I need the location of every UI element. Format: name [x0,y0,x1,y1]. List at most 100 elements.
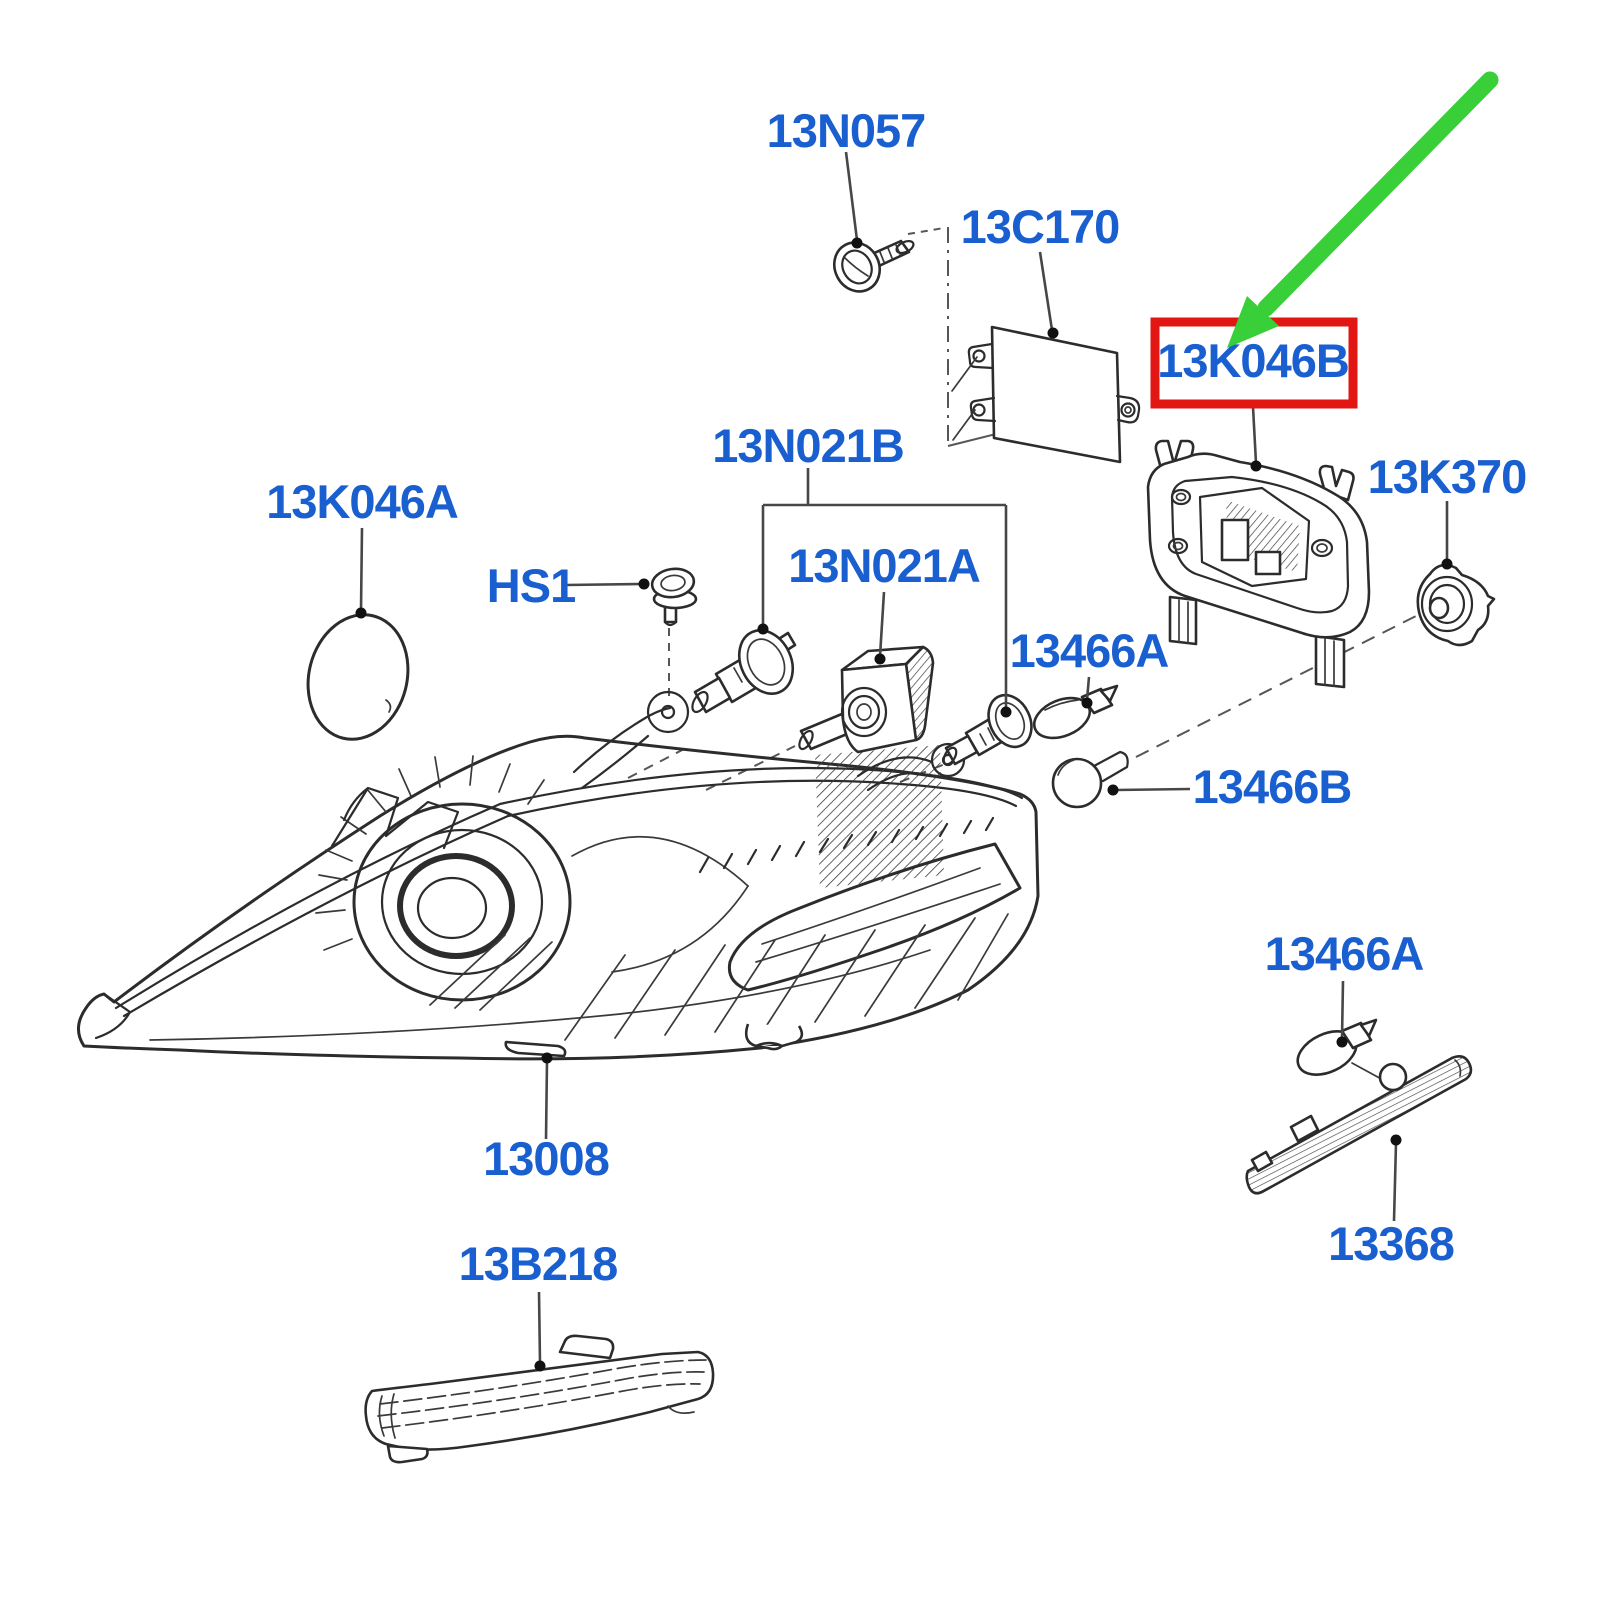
hs1-mount-arm [572,706,672,790]
bulb-right-tip [942,746,958,766]
xenon-ring-mid [847,694,881,730]
leader-13466a-mid [1085,676,1091,701]
bulb-left-flange [737,629,795,695]
xenon-ring-outer [840,686,888,738]
part-label-13368: 13368 [1328,1217,1454,1270]
leader-13k046a [359,527,364,611]
lower-strip-body [364,1350,715,1451]
part-label-13b218: 13B218 [459,1237,618,1290]
headlamp-assembly-drawing [77,690,1040,1061]
housing-leg-right [1314,634,1346,689]
bottom-mount-tab [744,1023,804,1051]
module-hole-right [1120,402,1136,418]
module-ear-right [1115,394,1141,424]
housing-boss-c [1310,538,1334,558]
leader-13k046b [1251,406,1258,464]
projector-outer-ring [352,802,572,1002]
round-bulb-ball [1051,757,1103,809]
housing-plate-cutout-b [1254,550,1282,576]
round-cover-cap [306,613,410,741]
part-label-13c170: 13C170 [961,200,1120,253]
part-labels: 13N057 13C170 13N021B 13K046A HS1 13N021… [266,104,1527,1290]
socket-body [1416,563,1496,647]
screw-tip [895,239,915,255]
part-label-13k370: 13K370 [1368,450,1527,503]
housing-leg-left [1168,595,1198,646]
xenon-ring-inner [856,703,872,721]
module-hole-lower [972,403,986,417]
leader-hs1 [565,582,642,587]
part-label-13466a-mid: 13466A [1010,624,1169,677]
module-hole-right-inner [1124,406,1132,414]
window-reflection-a [761,867,981,945]
leader-lines [355,151,1453,1372]
round-bulb-highlight [1057,759,1075,776]
leader-13466a-lower [1340,980,1345,1040]
retainer-housing-drawing [1146,439,1371,689]
housing-boss-c-hole [1316,543,1328,553]
part-label-hs1: HS1 [487,559,575,612]
part-label-13k046b: 13K046B [1157,334,1349,387]
module-ear-lower [969,396,997,423]
hatch-tick-row [698,816,995,874]
xenon-bulb-drawing [798,645,935,754]
screw-axis-dash [907,227,945,235]
hs1-screw-head [650,567,696,599]
inner-bottom-arc [149,949,931,1041]
hs1-arm-boss [646,690,690,734]
hs1-screw-tip [663,620,678,627]
halogen-bulb-left-drawing [691,629,797,714]
housing-leg-left-ribs [1178,599,1189,644]
hs1-arm-hole [660,704,676,720]
bulb-axis-dash-a [627,747,687,779]
pointer-arrow-head [1227,296,1279,348]
housing-plate-cutout-a [1220,518,1250,562]
socket-ring-outer [1420,575,1474,633]
lower-strip-texture-c [381,1383,701,1429]
highlight-annotation: 13K046B [1150,71,1499,409]
housing-leg-right-ribs [1324,638,1335,687]
bottom-clip [504,1040,567,1058]
socket-ring-inner [1428,596,1450,620]
housing-boss-b-hole [1172,541,1184,551]
housing-boss-b [1167,537,1189,555]
round-bulb-neck [1092,750,1129,783]
module-hole-upper [972,349,986,363]
lower-strip-bump [667,1405,695,1414]
module-ear-upper [967,342,995,370]
lower-strip-drawing [364,1334,715,1464]
side-marker-tab [1289,1114,1320,1143]
side-marker-bar [1245,1055,1473,1195]
reflector-contour-b [611,885,749,973]
xenon-stem-tip [798,729,814,751]
reflector-hatch-patch [815,745,944,888]
window-reflection-b [755,883,1001,963]
part-label-13n021b: 13N021B [712,419,904,472]
housing-boss-a [1170,488,1192,506]
module-ear-pointers [951,356,978,441]
xenon-block-side [904,645,935,742]
hs1-screw-head-inner [660,574,686,592]
side-marker-drawing [1245,1055,1473,1195]
part-label-13466b: 13466B [1193,760,1352,813]
side-marker-endcap [1454,1059,1462,1077]
hs1-screw-drawing [650,567,698,627]
indicator-window [727,842,1022,992]
leader-13n057 [844,151,859,241]
leader-13b218 [537,1291,542,1364]
wedge-bulb-mid-drawing [1032,684,1119,740]
bulb-right-flange [987,693,1033,749]
housing-inner-frame [1170,475,1350,614]
leader-13n021a [878,591,886,657]
top-zigzag-bracket [330,786,460,850]
leader-13n021b-bracket [761,468,1008,709]
bulb-right-glass [944,734,979,766]
cap-detail-mark [385,699,392,713]
leader-13368 [1392,1142,1398,1222]
wedge-lower-notch [1359,1018,1378,1038]
leader-13c170 [1038,251,1054,331]
lower-strip-tab [558,1334,615,1360]
bulb-right-base-ribs [979,727,995,746]
